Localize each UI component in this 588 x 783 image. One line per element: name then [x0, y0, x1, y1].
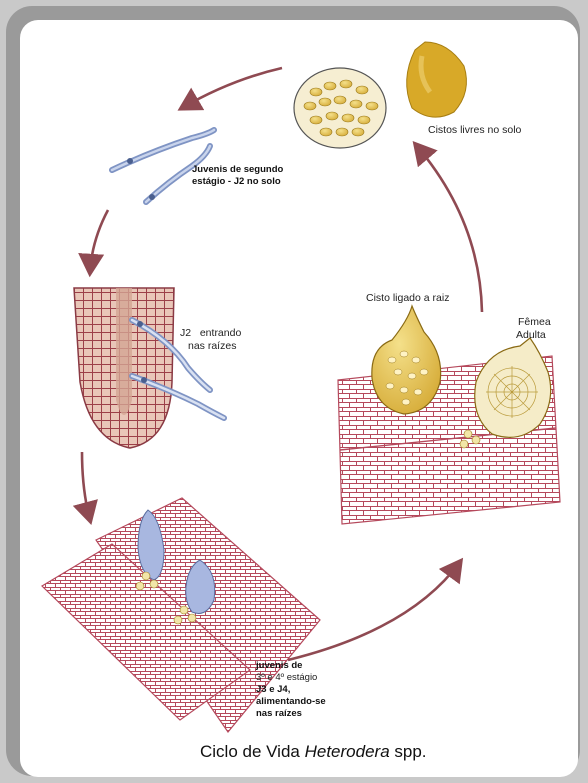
root-tip	[74, 288, 224, 448]
caption-genus: Heterodera	[305, 742, 390, 761]
label-j3j4-line2: 3º e 4º estágio	[256, 672, 317, 683]
arrow-cysts-to-j2	[182, 68, 282, 108]
diagram-card: Cistos livres no solo Juvenis de segundo…	[20, 20, 578, 777]
label-juvenis-segundo-line2: estágio - J2 no solo	[192, 176, 281, 187]
label-j3j4-line3: J3 e J4,	[256, 684, 290, 695]
label-j3j4-line1: juvenis de	[256, 660, 302, 671]
caption-prefix: Ciclo de Vida	[200, 742, 305, 761]
label-cisto-ligado: Cisto ligado a raiz	[366, 292, 449, 305]
label-femea-line1: Fêmea	[518, 316, 551, 329]
arrow-root-to-feeding	[82, 452, 90, 520]
label-cistos-livres: Cistos livres no solo	[428, 124, 521, 137]
caption-suffix: spp.	[390, 742, 427, 761]
label-j2-entrando-line1: J2 entrando	[180, 327, 241, 340]
label-femea-line2: Adulta	[516, 329, 546, 342]
label-j3j4-line5: nas raízes	[256, 708, 302, 719]
outer-frame: Cistos livres no solo Juvenis de segundo…	[6, 6, 580, 776]
label-juvenis-segundo-line1: Juvenis de segundo	[192, 164, 283, 175]
label-j2-entrando-line2: nas raízes	[188, 340, 236, 353]
arrow-feeding-to-adult	[288, 562, 460, 660]
arrow-j2-to-root	[90, 210, 108, 272]
label-j3j4-line4: alimentando-se	[256, 696, 326, 707]
diagram-caption: Ciclo de Vida Heterodera spp.	[200, 742, 427, 762]
arrow-adult-to-cysts	[416, 145, 482, 312]
